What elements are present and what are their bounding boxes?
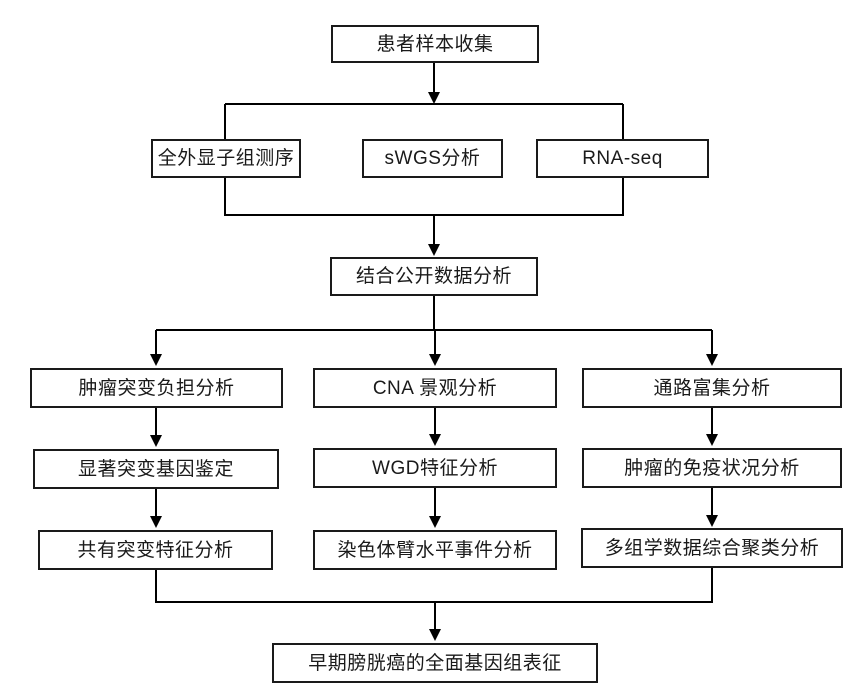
arrow-down-icon	[706, 515, 718, 527]
node-wgd-signature: WGD特征分析	[313, 448, 557, 488]
arrow-down-icon	[428, 244, 440, 256]
node-early-bladder-cancer-characterization: 早期膀胱癌的全面基因组表征	[272, 643, 598, 683]
arrow-down-icons	[150, 92, 718, 641]
node-public-data-integration: 结合公开数据分析	[330, 257, 538, 296]
arrow-down-icon	[428, 92, 440, 104]
arrow-down-icon	[150, 354, 162, 366]
connector-segments	[155, 62, 713, 630]
arrow-down-icon	[150, 516, 162, 528]
node-rna-seq: RNA-seq	[536, 139, 709, 178]
node-cna-landscape: CNA 景观分析	[313, 368, 557, 408]
node-pathway-enrichment: 通路富集分析	[582, 368, 842, 408]
node-tumor-mutation-burden: 肿瘤突变负担分析	[30, 368, 283, 408]
node-patient-sample-collection: 患者样本收集	[331, 25, 539, 63]
arrow-down-icon	[706, 354, 718, 366]
node-significantly-mutated-genes: 显著突变基因鉴定	[33, 449, 279, 489]
arrow-down-icon	[429, 434, 441, 446]
node-shared-mutation-signature: 共有突变特征分析	[38, 530, 273, 570]
node-tumor-immune-status: 肿瘤的免疫状况分析	[582, 448, 842, 488]
node-chromosome-arm-events: 染色体臂水平事件分析	[313, 530, 557, 570]
node-whole-exome-sequencing: 全外显子组测序	[151, 139, 301, 178]
arrow-down-icon	[429, 516, 441, 528]
arrow-down-icon	[429, 354, 441, 366]
arrow-down-icon	[706, 434, 718, 446]
node-swgs-analysis: sWGS分析	[362, 139, 503, 178]
arrow-down-icon	[150, 435, 162, 447]
node-multiomics-clustering: 多组学数据综合聚类分析	[581, 528, 843, 568]
arrow-down-icon	[429, 629, 441, 641]
